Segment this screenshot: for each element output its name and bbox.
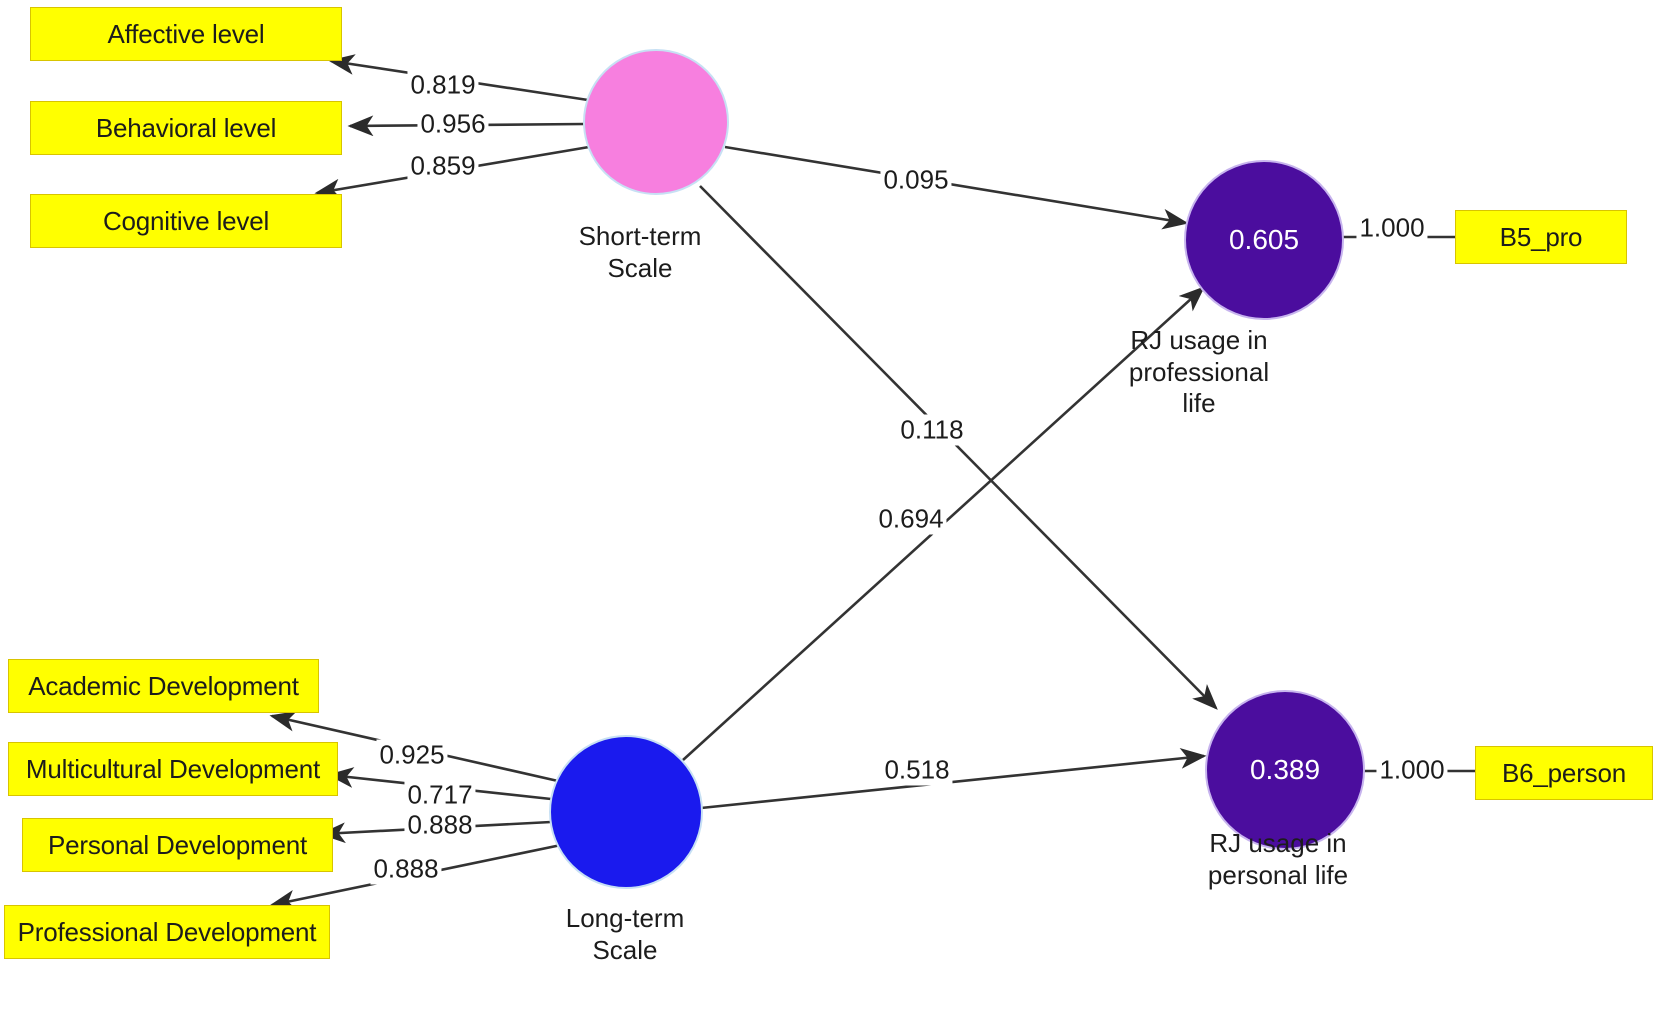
path-coefficient-short-term-to-rj-professional: 0.095	[880, 164, 952, 196]
indicator-label: Multicultural Development	[25, 753, 321, 784]
indicator-box-b5-pro[interactable]: B5_pro	[1455, 210, 1627, 264]
indicator-box-cognitive-level[interactable]: Cognitive level	[30, 194, 342, 248]
construct-circle-long-term-scale[interactable]	[549, 735, 703, 889]
construct-caption-long-term-scale: Long-term Scale	[565, 903, 685, 965]
construct-circle-short-term-scale[interactable]	[583, 49, 729, 195]
path-coefficient-long-term-to-multicultural: 0.717	[404, 779, 476, 811]
indicator-label: Affective level	[107, 18, 265, 49]
indicator-label: B6_person	[1502, 757, 1626, 788]
path-coefficient-short-term-to-affective: 0.819	[407, 69, 479, 101]
indicator-label: Academic Development	[28, 670, 299, 701]
indicator-label: Professional Development	[17, 916, 317, 947]
indicator-label: Personal Development	[47, 829, 308, 860]
indicator-label: B5_pro	[1499, 221, 1583, 252]
edge-short-term-to-rj-professional	[724, 145, 1189, 230]
construct-caption-rj-usage-personal: RJ usage in personal life	[1207, 828, 1349, 890]
path-coefficient-rj-personal-to-b6-person: 1.000	[1376, 754, 1448, 786]
path-coefficient-short-term-to-behavioral: 0.956	[417, 108, 489, 140]
path-coefficient-long-term-to-personal: 0.888	[404, 809, 476, 841]
path-coefficient-long-term-to-professional: 0.888	[370, 853, 442, 885]
construct-caption-short-term-scale: Short-term Scale	[578, 221, 702, 283]
indicator-box-b6-person[interactable]: B6_person	[1475, 746, 1653, 800]
indicator-box-multicultural-development[interactable]: Multicultural Development	[8, 742, 338, 796]
indicator-box-academic-development[interactable]: Academic Development	[8, 659, 319, 713]
construct-value-rj-usage-professional: 0.605	[1228, 224, 1300, 255]
construct-circle-rj-usage-professional[interactable]	[1184, 160, 1344, 320]
path-coefficient-short-term-to-cognitive: 0.859	[407, 150, 479, 182]
path-coefficient-short-term-to-rj-personal: 0.118	[897, 414, 967, 446]
path-coefficient-long-term-to-academic: 0.925	[376, 739, 448, 771]
indicator-box-personal-development[interactable]: Personal Development	[22, 818, 333, 872]
construct-caption-rj-usage-professional: RJ usage in professional life	[1128, 325, 1270, 419]
indicator-box-professional-development[interactable]: Professional Development	[4, 905, 330, 959]
indicator-label: Behavioral level	[95, 112, 277, 143]
construct-circle-rj-usage-personal[interactable]	[1205, 690, 1365, 850]
path-coefficient-long-term-to-rj-personal: 0.518	[881, 754, 953, 786]
path-coefficient-rj-professional-to-b5-pro: 1.000	[1356, 212, 1428, 244]
indicator-box-behavioral-level[interactable]: Behavioral level	[30, 101, 342, 155]
indicator-label: Cognitive level	[102, 205, 270, 236]
construct-value-rj-usage-personal: 0.389	[1249, 754, 1321, 785]
edge-short-term-to-rj-personal	[699, 185, 1218, 710]
indicator-box-affective-level[interactable]: Affective level	[30, 7, 342, 61]
path-coefficient-long-term-to-rj-professional: 0.694	[875, 503, 947, 535]
